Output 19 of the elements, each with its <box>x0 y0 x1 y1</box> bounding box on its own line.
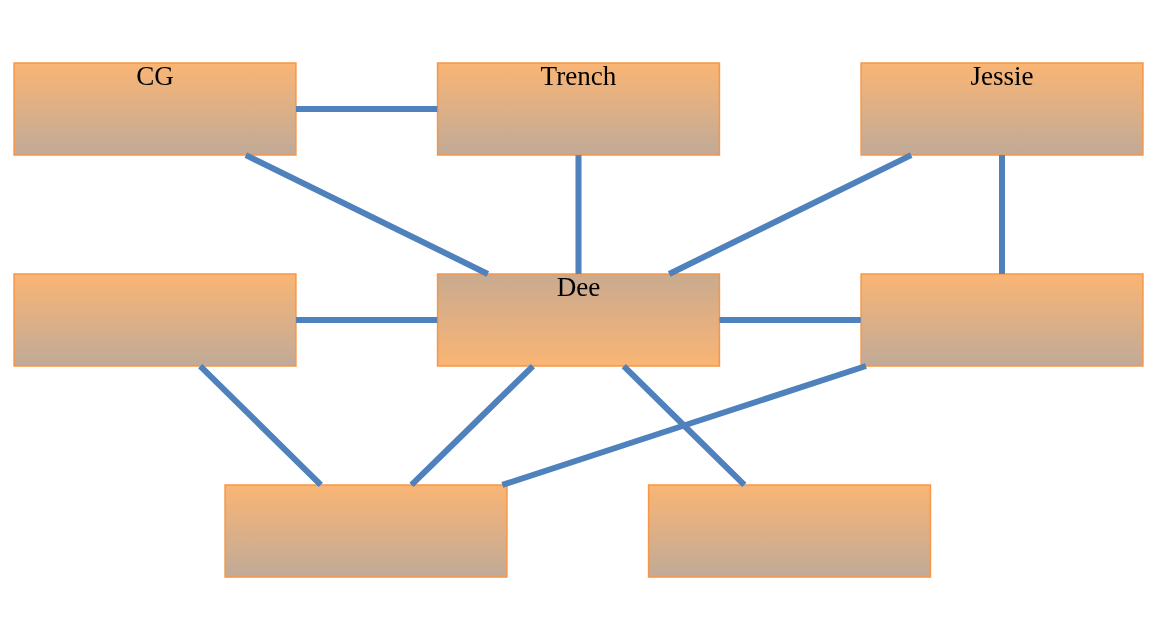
connector <box>198 363 323 488</box>
connector <box>999 155 1006 274</box>
node-box: Jessie <box>860 62 1144 156</box>
connector <box>667 152 913 277</box>
connector <box>621 363 747 488</box>
connector <box>575 155 582 274</box>
connector <box>296 317 438 323</box>
node-box: Trench <box>436 62 721 156</box>
node-box: CG <box>13 62 297 156</box>
connector <box>244 152 490 277</box>
node-box <box>860 273 1144 367</box>
node-box: Dee <box>436 273 721 367</box>
node-box <box>224 484 508 578</box>
connector <box>409 363 535 488</box>
node-box <box>647 484 932 578</box>
connector <box>719 317 861 323</box>
node-box <box>13 273 297 367</box>
connector <box>296 106 438 112</box>
connector <box>501 363 867 488</box>
